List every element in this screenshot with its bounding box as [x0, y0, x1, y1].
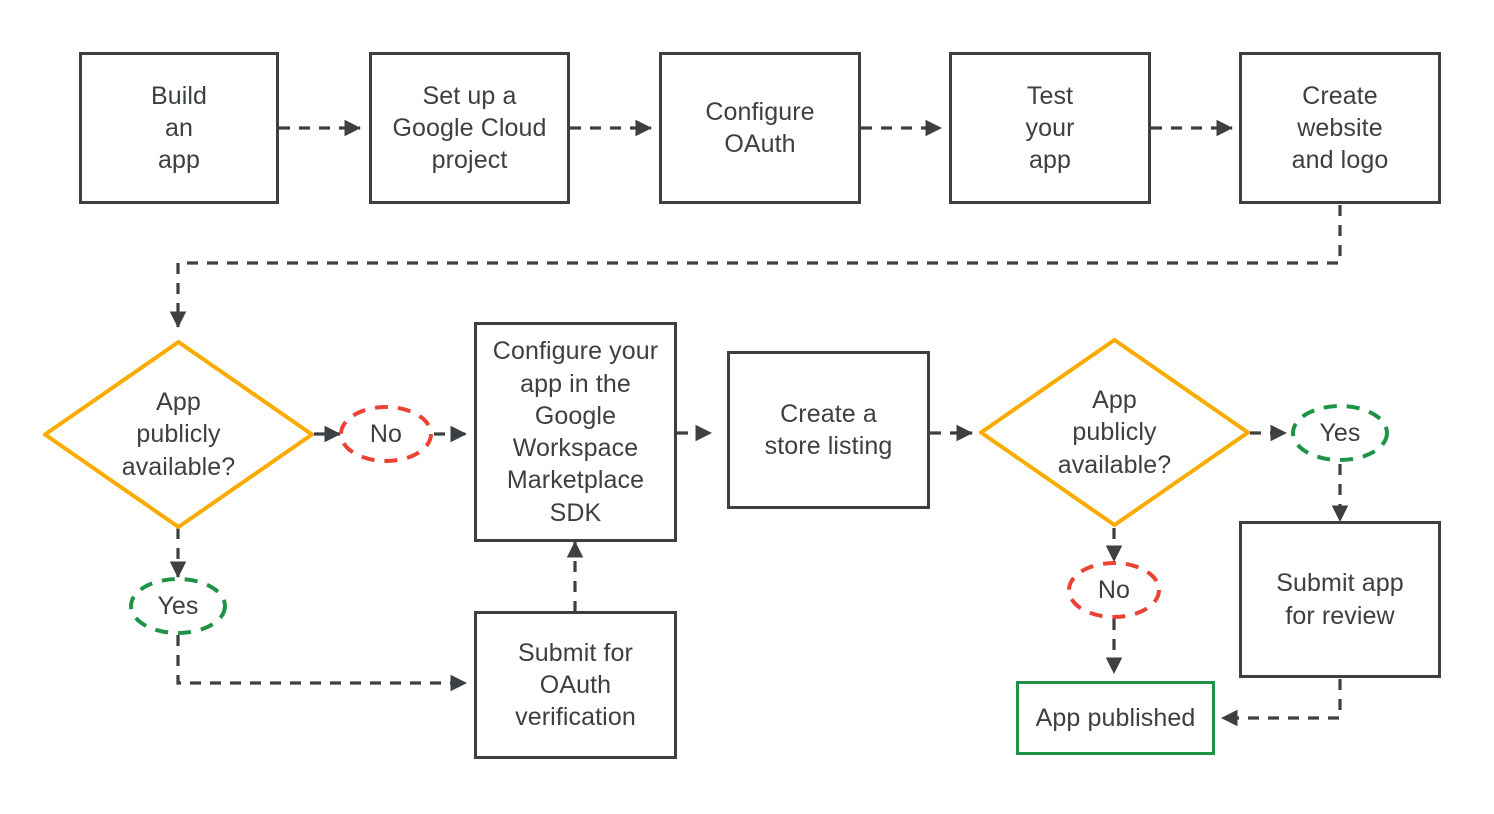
edge-yes1-to-oauth-verif — [176, 635, 467, 692]
node-test-your-app[interactable]: Test your app — [949, 52, 1151, 204]
node-label: App published — [1035, 703, 1196, 732]
node-label: Test your app — [1025, 81, 1075, 175]
node-configure-oauth[interactable]: Configure OAuth — [659, 52, 861, 204]
node-label: Configure your app in the Google Workspa… — [492, 337, 659, 527]
edge-label-text: No — [1097, 575, 1131, 604]
edge-label-yes-1: Yes — [128, 576, 228, 636]
node-label: Create website and logo — [1291, 81, 1389, 175]
edge-label-no-2: No — [1066, 560, 1162, 620]
node-build-an-app[interactable]: Build an app — [79, 52, 279, 204]
node-app-published[interactable]: App published — [1016, 681, 1215, 755]
decision-diamond-shape — [43, 340, 314, 529]
decision-diamond-shape — [979, 338, 1250, 527]
yes-ellipse-shape — [129, 577, 227, 635]
node-label: App publicly available? — [121, 388, 236, 481]
node-create-a-store-listing[interactable]: Create a store listing — [727, 351, 930, 509]
node-submit-for-oauth-verification[interactable]: Submit for OAuth verification — [474, 611, 677, 759]
node-label: Set up a Google Cloud project — [392, 81, 547, 175]
node-label: Build an app — [150, 81, 208, 175]
node-label: Configure OAuth — [705, 97, 815, 158]
no-ellipse-shape — [1067, 561, 1161, 619]
node-decision-app-publicly-available-2[interactable]: App publicly available? — [979, 338, 1250, 527]
edge-label-yes-2: Yes — [1290, 403, 1390, 463]
node-label: Submit app for review — [1276, 569, 1404, 630]
edge-label-text: No — [369, 419, 403, 448]
edge-label-no-1: No — [338, 404, 434, 464]
edge-label-text: Yes — [157, 591, 199, 620]
node-label: App publicly available? — [1057, 386, 1172, 479]
no-ellipse-shape — [339, 405, 433, 463]
node-label: Create a store listing — [764, 399, 893, 460]
edge-label-text: Yes — [1319, 418, 1361, 447]
edge-website-to-decision1 — [169, 205, 1342, 328]
node-label: Submit for OAuth verification — [515, 638, 636, 732]
node-decision-app-publicly-available-1[interactable]: App publicly available? — [43, 340, 314, 529]
edge-submit-review-to-app-published — [1221, 679, 1342, 727]
node-configure-app-in-marketplace-sdk[interactable]: Configure your app in the Google Workspa… — [474, 322, 677, 542]
node-create-website-and-logo[interactable]: Create website and logo — [1239, 52, 1441, 204]
node-submit-app-for-review[interactable]: Submit app for review — [1239, 521, 1441, 678]
node-set-up-google-cloud-project[interactable]: Set up a Google Cloud project — [369, 52, 570, 204]
yes-ellipse-shape — [1291, 404, 1389, 462]
